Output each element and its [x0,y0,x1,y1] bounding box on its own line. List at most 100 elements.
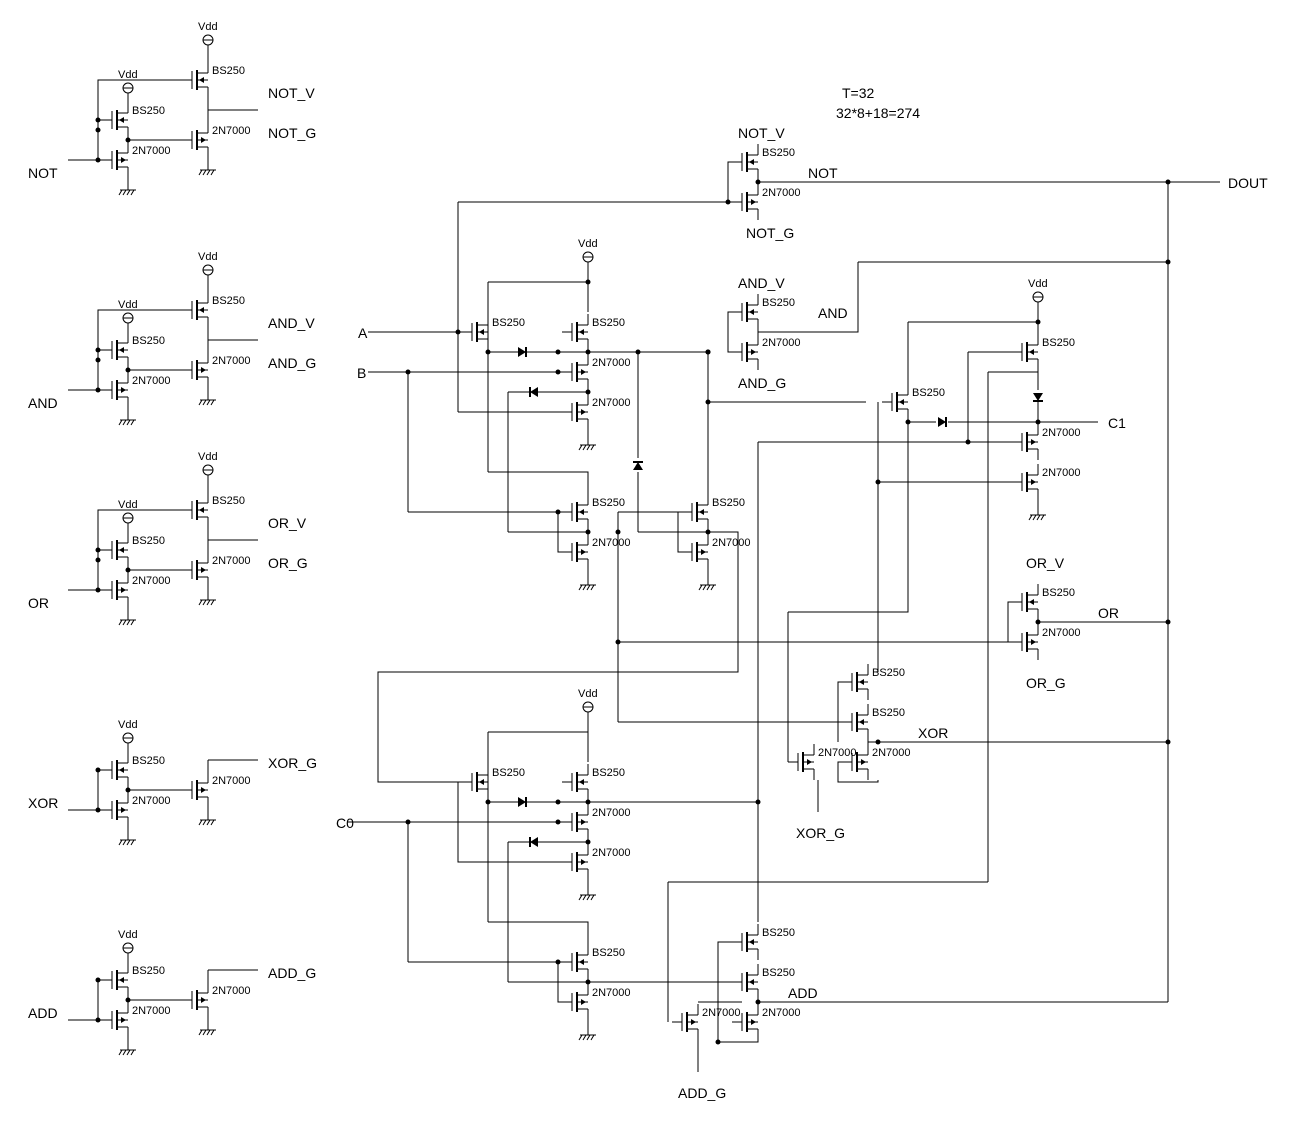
label-or-v: OR_V [1026,555,1065,571]
nmos-transistor: 2N7000 [102,1002,171,1038]
svg-text:2N7000: 2N7000 [762,1007,801,1019]
ground-icon [118,839,136,846]
ground-icon [198,169,216,176]
svg-text:2N7000: 2N7000 [132,375,171,387]
junction-dot [95,347,101,353]
pmos-transistor: BS250 [842,664,905,700]
junction-dot [95,117,101,123]
vdd-supply-icon: Vdd [198,451,218,476]
driver-output-nmos: 2N7000 [182,122,251,158]
ground-icon [578,1034,596,1041]
driver-output-pmos: BS250 [182,62,245,98]
wire [727,311,732,353]
svg-text:BS250: BS250 [132,335,165,347]
svg-text:BS250: BS250 [212,495,245,507]
wire [758,262,859,333]
svg-text:2N7000: 2N7000 [592,807,631,819]
svg-text:2N7000: 2N7000 [1042,427,1081,439]
nmos-transistor: 2N7000 [102,142,171,178]
wire [788,422,909,613]
ground-icon [118,1049,136,1056]
driver-output-pmos: BS250 [182,292,245,328]
nmos-transistor: 2N7000 [682,534,751,570]
junction-dot [585,979,591,985]
signal-or: OR [1098,605,1119,621]
svg-text:BS250: BS250 [1042,337,1075,349]
ground-icon [578,894,596,901]
svg-text:Vdd: Vdd [118,299,138,311]
svg-text:BS250: BS250 [592,767,625,779]
signal-xor: XOR [918,725,948,741]
svg-text:2N7000: 2N7000 [132,1005,171,1017]
vdd-supply-icon: Vdd [118,929,138,954]
svg-text:Vdd: Vdd [118,719,138,731]
nmos-transistor: 2N7000 [732,184,801,220]
svg-text:Vdd: Vdd [118,499,138,511]
junction-dot [555,349,561,355]
driver-output-nmos: 2N7000 [182,982,251,1018]
driver-xor-input: XOR [28,795,58,811]
nmos-transistor: 2N7000 [562,844,631,880]
driver-xor-g: XOR_G [268,755,317,771]
svg-text:2N7000: 2N7000 [212,775,251,787]
svg-text:BS250: BS250 [492,767,525,779]
svg-text:2N7000: 2N7000 [132,575,171,587]
wire [97,549,102,591]
driver-output-pmos: BS250 [182,492,245,528]
svg-text:BS250: BS250 [132,965,165,977]
ground-icon [118,189,136,196]
vdd-supply-icon: Vdd [118,69,138,94]
svg-text:BS250: BS250 [132,755,165,767]
ground-icon [198,399,216,406]
svg-text:BS250: BS250 [872,707,905,719]
svg-text:2N7000: 2N7000 [592,987,631,999]
svg-text:Vdd: Vdd [578,688,598,700]
svg-text:2N7000: 2N7000 [762,187,801,199]
pmos-transistor: BS250 [102,962,165,998]
ground-icon [198,599,216,606]
svg-text:2N7000: 2N7000 [212,555,251,567]
wire [727,161,732,203]
diode [1033,393,1043,402]
svg-text:BS250: BS250 [912,387,945,399]
svg-text:BS250: BS250 [592,317,625,329]
label-or-g: OR_G [1026,675,1066,691]
label-not-v: NOT_V [738,125,785,141]
nmos-transistor: 2N7000 [102,572,171,608]
ground-icon [1028,514,1046,521]
junction-dot [585,389,591,395]
signal-b: B [357,365,366,381]
svg-text:2N7000: 2N7000 [712,537,751,549]
svg-text:BS250: BS250 [762,967,795,979]
wire [487,350,518,353]
svg-text:BS250: BS250 [132,105,165,117]
nmos-transistor: 2N7000 [562,354,631,390]
wire [1007,601,1012,643]
driver-output-nmos: 2N7000 [182,552,251,588]
diode [518,347,527,357]
wire [97,979,102,1021]
ground-icon [578,444,596,451]
pmos-transistor: BS250 [682,494,745,530]
svg-text:Vdd: Vdd [578,238,598,250]
svg-text:BS250: BS250 [212,295,245,307]
svg-text:BS250: BS250 [132,535,165,547]
svg-text:2N7000: 2N7000 [762,337,801,349]
driver-or-g: OR_G [268,555,308,571]
driver-or-v: OR_V [268,515,307,531]
junction-dot [715,1039,721,1045]
junction-dot [455,329,461,335]
vdd-supply-icon: Vdd [578,688,598,713]
svg-text:BS250: BS250 [712,497,745,509]
formula-line-2: 32*8+18=274 [836,105,920,121]
nmos-transistor: 2N7000 [732,1004,801,1040]
nmos-transistor: 2N7000 [1012,624,1081,660]
signal-add: ADD [788,985,818,1001]
pmos-transistor: BS250 [1012,584,1075,620]
diode [938,417,947,427]
nmos-transistor: 2N7000 [842,744,911,780]
pmos-transistor: BS250 [102,752,165,788]
svg-text:Vdd: Vdd [198,21,218,33]
